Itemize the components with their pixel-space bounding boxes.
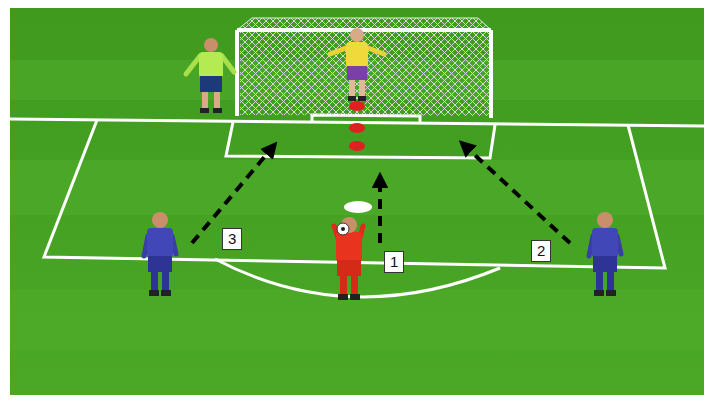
grass-stripe xyxy=(10,160,704,215)
goalkeeper xyxy=(330,28,384,101)
grass xyxy=(10,8,704,395)
cones xyxy=(349,101,365,151)
blue-player xyxy=(144,212,176,296)
callout-number: 1 xyxy=(384,251,404,273)
callout-number: 2 xyxy=(531,240,551,262)
goal xyxy=(237,18,491,118)
grass-stripe xyxy=(10,290,704,350)
red-player xyxy=(334,217,363,300)
run-arrows xyxy=(192,146,570,243)
callout-number: 3 xyxy=(222,228,242,250)
pitch-lines xyxy=(10,115,704,297)
coach xyxy=(186,38,234,113)
blue-player xyxy=(589,212,621,296)
marker-disc xyxy=(344,201,372,213)
